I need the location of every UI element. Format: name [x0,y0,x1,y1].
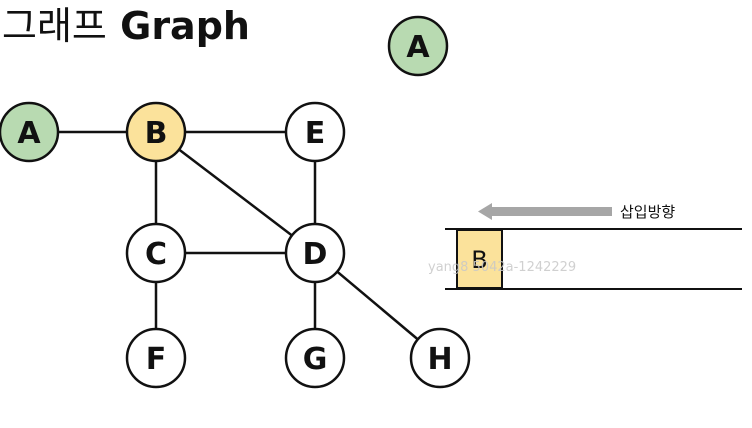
arrow-head-icon [478,203,492,220]
node-c-circle [125,222,187,284]
graph-nodes: A B E C D F G H [0,101,471,389]
node-g-circle [284,327,346,389]
insert-direction-label: 삽입방향 [620,203,675,221]
edge-b-d [155,131,316,254]
node-h-circle [409,327,471,389]
visited-node-circle [387,15,449,77]
title-korean: 그래프 [2,4,107,48]
node-e-label: E [305,116,326,151]
queue: B [445,228,742,290]
queue-item [456,229,503,289]
node-d-circle [284,222,346,284]
node-b-label: B [145,116,168,151]
title-english: Graph [120,4,250,48]
node-g: G [284,327,346,389]
node-g-label: G [303,342,328,377]
node-a: A [0,101,60,163]
queue-item-label: B [471,246,487,274]
node-b: B [125,101,187,163]
node-c: C [125,222,187,284]
visited-node-label: A [406,30,430,65]
node-e: E [284,101,346,163]
insert-direction-arrow [478,203,612,220]
visited-node: A [387,15,449,77]
node-h-label: H [427,342,452,377]
node-a-label: A [17,116,41,151]
watermark: yang8 5042a-1242229 [428,260,576,275]
page-title: 그래프 Graph [2,2,250,50]
node-f-label: F [146,342,167,377]
node-c-label: C [145,237,167,272]
node-f: F [125,327,187,389]
arrow-shaft [490,207,612,216]
node-h: H [409,327,471,389]
node-a-circle [0,101,60,163]
node-b-circle [125,101,187,163]
node-e-circle [284,101,346,163]
node-f-circle [125,327,187,389]
node-d-label: D [303,237,328,272]
graph-edges [29,130,441,359]
node-d: D [284,222,346,284]
